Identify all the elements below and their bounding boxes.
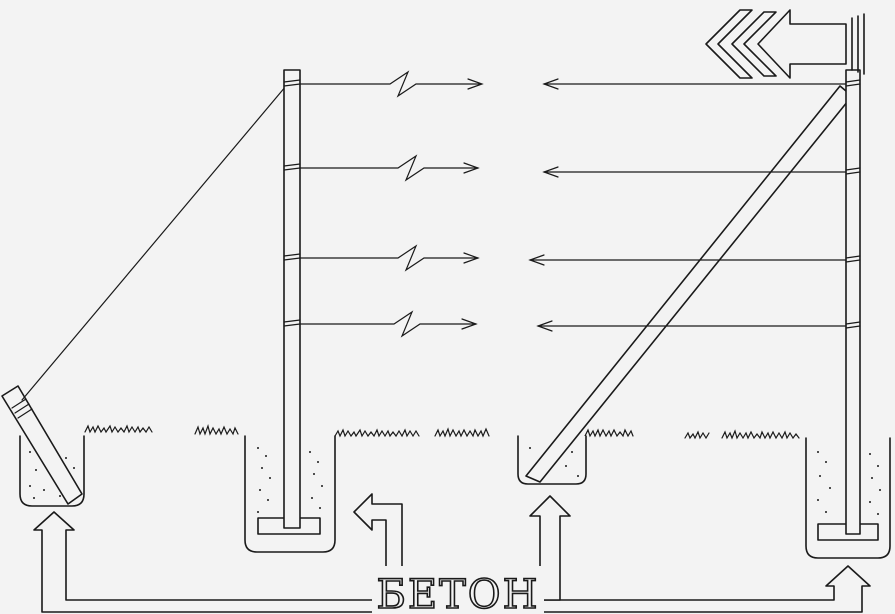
concrete-label-text: БЕТОН <box>377 572 540 614</box>
wires-right <box>528 78 847 332</box>
concrete-label: БЕТОН <box>372 566 544 614</box>
diagonal-brace <box>525 85 853 483</box>
ground-grass <box>84 423 800 440</box>
tension-arrow-icon <box>705 9 865 79</box>
wires-left <box>299 70 484 338</box>
brace-wire <box>21 85 287 401</box>
right-post <box>845 69 861 535</box>
anchor-stake <box>1 385 83 505</box>
left-post <box>283 69 301 529</box>
